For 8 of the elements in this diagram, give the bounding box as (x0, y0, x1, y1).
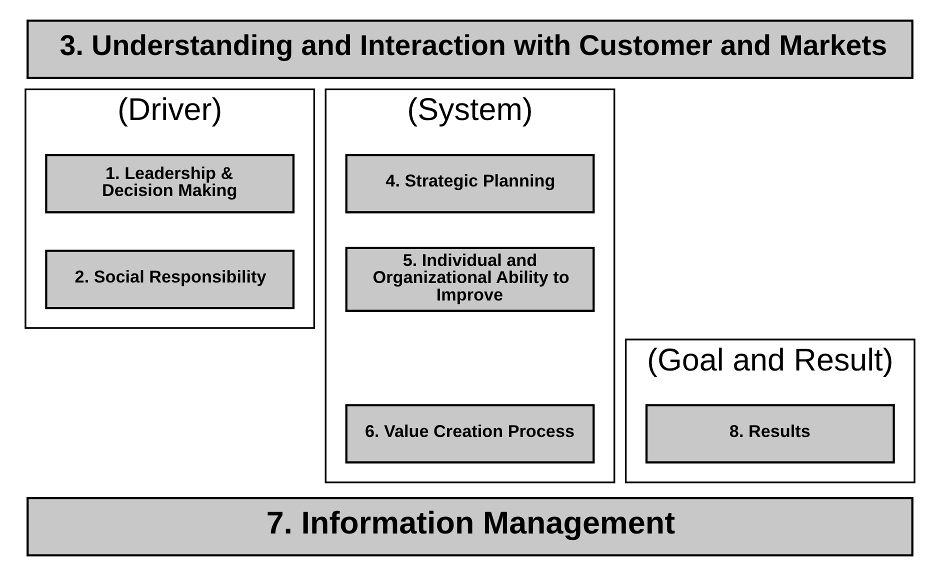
node-box: 1. Leadership & Decision Making (45, 154, 295, 213)
node-box: 7. Information Management (26, 496, 914, 556)
node-box: 8. Results (645, 404, 895, 463)
node-box: 4. Strategic Planning (345, 154, 595, 213)
node-box: 6. Value Creation Process (345, 404, 595, 463)
node-box: 2. Social Responsibility (45, 249, 295, 309)
node-box: 3. Understanding and Interaction with Customer and Markets (26, 19, 914, 78)
node-box: 5. Individual and Organizational Ability to Improve (345, 246, 595, 312)
